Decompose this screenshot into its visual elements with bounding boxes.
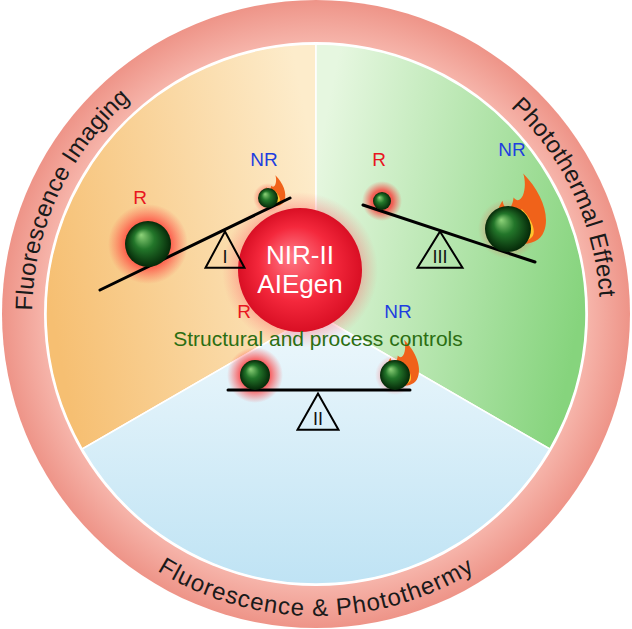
fulcrum-triangle: III: [416, 230, 464, 269]
seesaw-three: [362, 174, 546, 262]
regime-number: III: [432, 248, 447, 269]
ring-border: [44, 42, 588, 586]
core-label: NIR-II AIEgen: [253, 241, 347, 298]
ring-title: Photothermal Effect: [507, 91, 622, 298]
combined-sector: [82, 314, 550, 584]
fulcrum-triangle: I: [204, 230, 246, 269]
center-glow: [222, 192, 378, 348]
radiative-label: R: [372, 150, 386, 171]
ring-title: Fluorescence Imaging: [9, 82, 133, 311]
nonradiative-label: NR: [250, 150, 277, 171]
core-circle: NIR-II AIEgen: [238, 208, 362, 332]
subtitle: Structural and process controls: [173, 327, 462, 350]
nonradiative-label: NR: [498, 140, 525, 161]
nonradiative-label: NR: [384, 302, 411, 323]
regime-number: II: [313, 410, 323, 431]
fulcrum-triangle: II: [296, 392, 340, 431]
ring-title: Fluorescence & Photothermy: [155, 551, 478, 620]
radiative-label: R: [237, 302, 251, 323]
radiative-label: R: [133, 188, 147, 209]
regime-number: I: [222, 248, 227, 269]
